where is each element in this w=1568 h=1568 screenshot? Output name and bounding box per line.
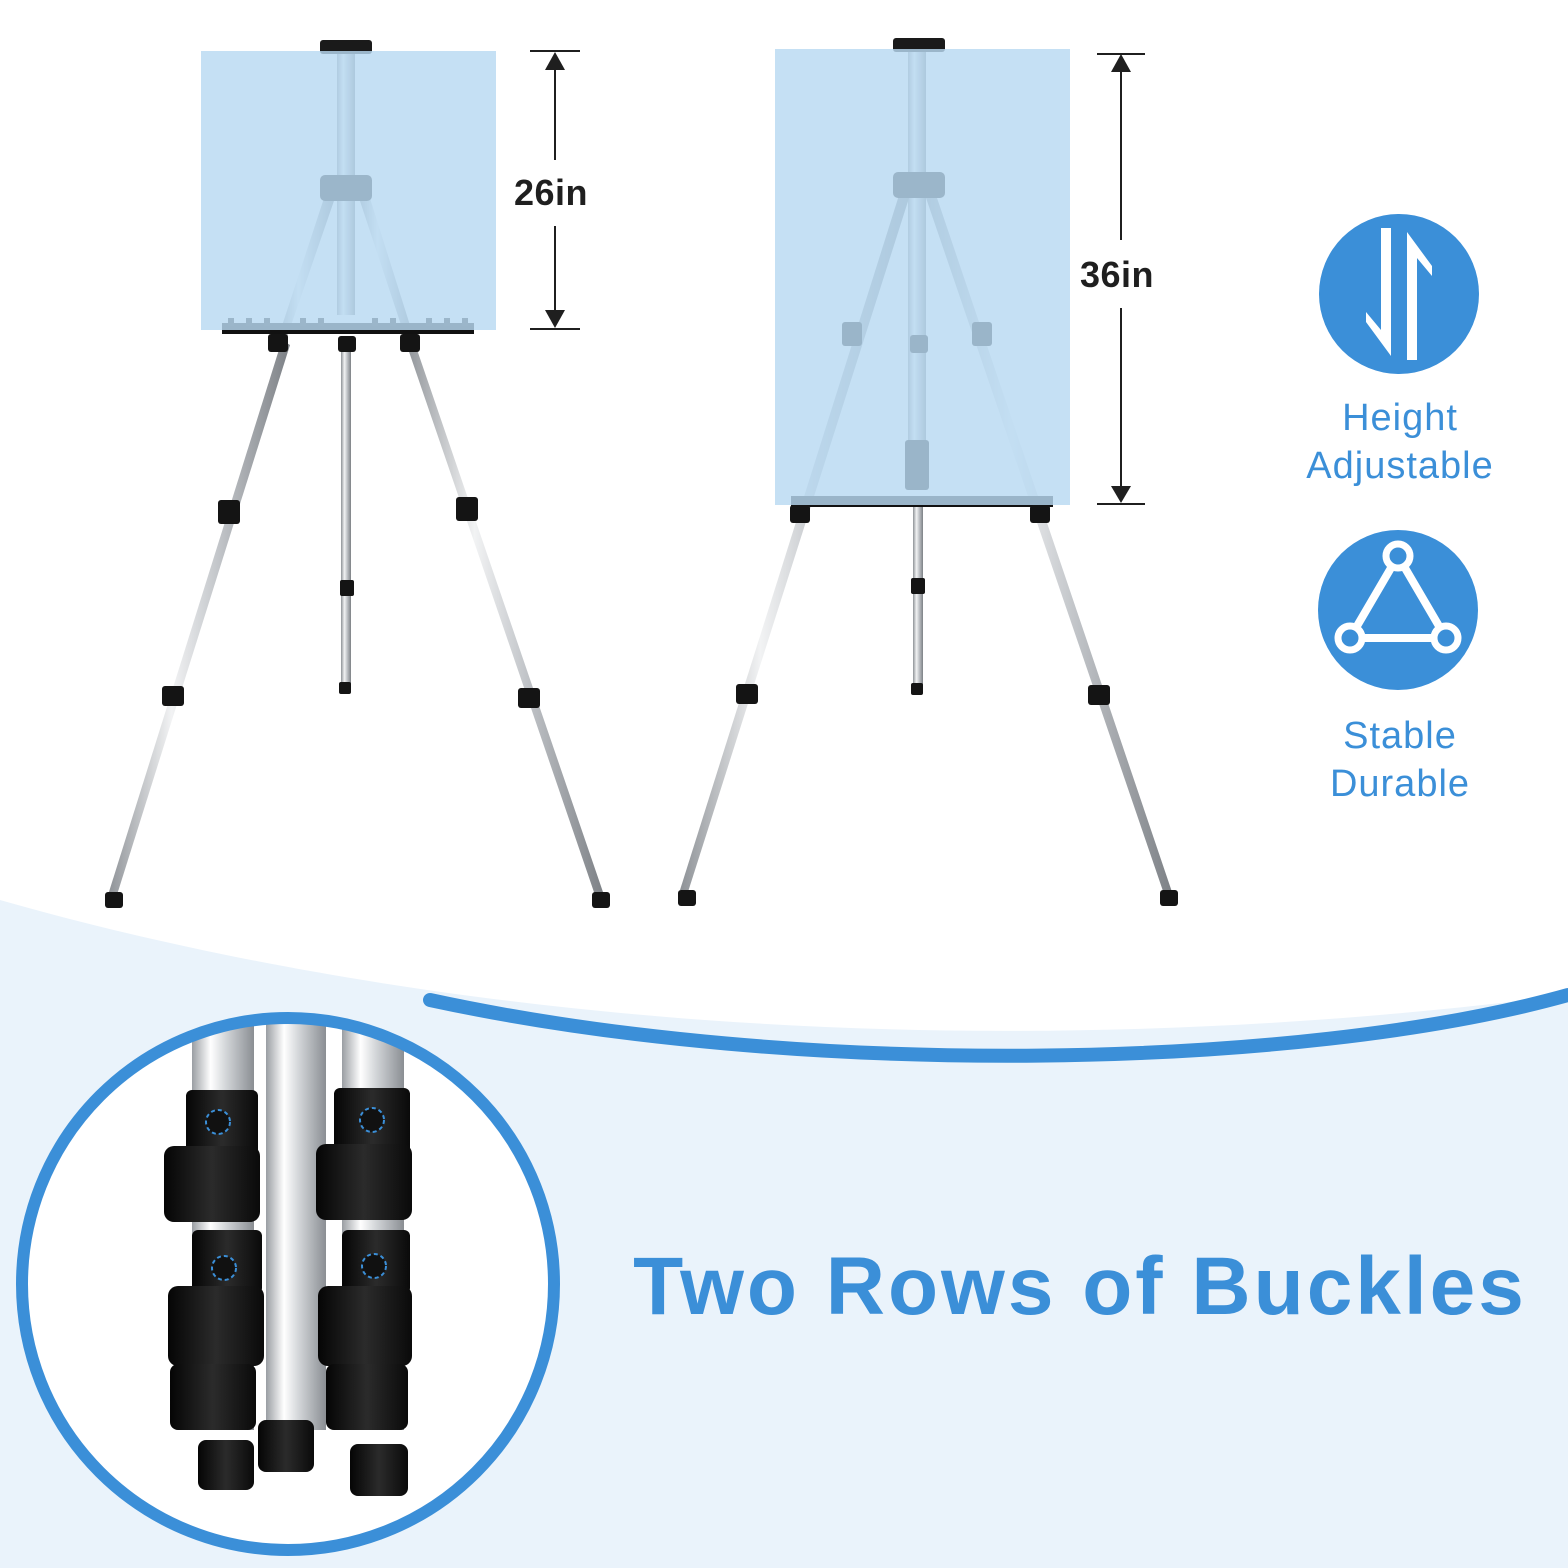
buckle-closeup [16,1012,560,1556]
height-label-short: 26in [514,172,589,213]
canvas-overlay-tall [775,49,1070,505]
feature-label-line2: Durable [1329,763,1471,805]
canvas-overlay-short [201,51,496,330]
feature-stable-durable: Stable Durable [1240,712,1560,808]
curve-accent-line [423,988,1568,1063]
dimension-arrow-36 [1097,53,1145,505]
easel-tall [678,38,1178,906]
headline: Two Rows of Buckles [633,1241,1527,1332]
feature-label-line2: Adjustable [1306,445,1494,487]
height-label-tall: 36in [1080,254,1155,295]
dimension-arrow-26 [530,50,580,330]
height-adjust-icon [1319,214,1479,374]
feature-label-line1: Height [1342,397,1458,439]
triangle-stability-icon [1318,530,1478,690]
easel-short [105,40,610,908]
feature-label-line1: Stable [1343,715,1457,757]
feature-height-adjustable: Height Adjustable [1240,394,1560,490]
